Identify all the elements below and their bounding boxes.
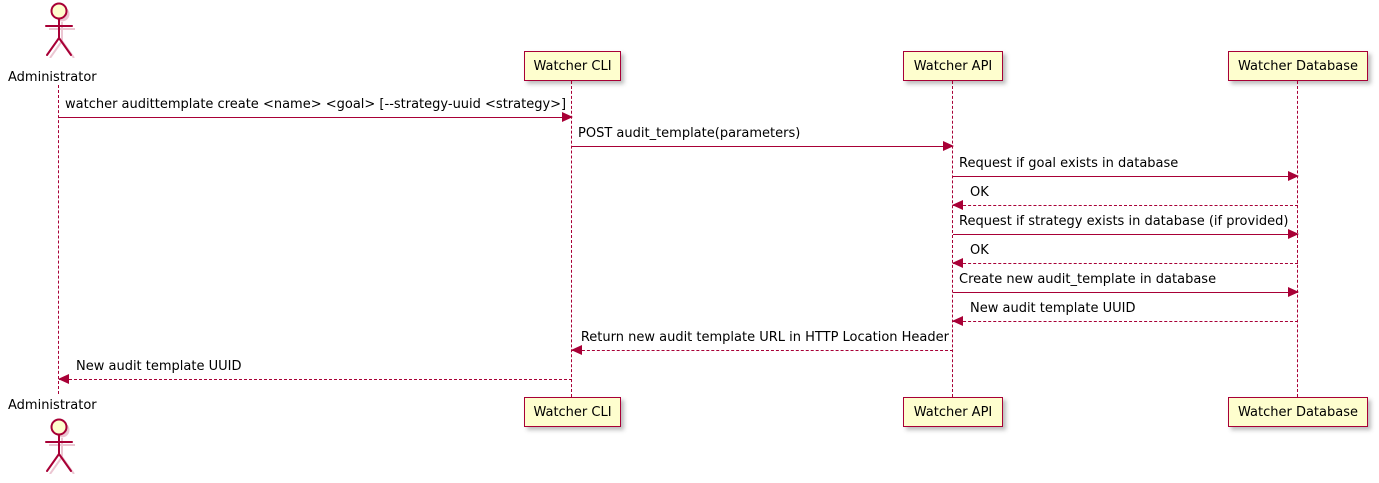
message-label: Request if strategy exists in database (… xyxy=(959,214,1289,229)
message-line xyxy=(59,117,572,118)
message-line xyxy=(953,263,1298,264)
message-line xyxy=(572,146,953,147)
message-label: POST audit_template(parameters) xyxy=(578,126,801,141)
participant-box-watcher-cli-top[interactable]: Watcher CLI xyxy=(524,51,621,81)
message-label: OK xyxy=(970,243,989,258)
arrowhead-right xyxy=(943,141,954,151)
arrowhead-right xyxy=(562,112,573,122)
message-line xyxy=(953,321,1298,322)
participant-box-watcher-database-top[interactable]: Watcher Database xyxy=(1228,51,1368,81)
message-label: watcher audittemplate create <name> <goa… xyxy=(65,97,567,112)
participant-box-watcher-database-bottom[interactable]: Watcher Database xyxy=(1228,397,1368,427)
message-label: OK xyxy=(970,185,989,200)
lifeline-watcher-database xyxy=(1297,81,1298,397)
message-line xyxy=(572,350,953,351)
message-label: Create new audit_template in database xyxy=(959,272,1217,287)
actor-label-administrator-top: Administrator xyxy=(8,70,97,85)
lifeline-watcher-api xyxy=(952,81,953,397)
arrowhead-left xyxy=(952,316,963,326)
message-line xyxy=(953,234,1298,235)
message-line xyxy=(953,292,1298,293)
lifeline-administrator xyxy=(58,85,59,394)
participant-box-watcher-cli-bottom[interactable]: Watcher CLI xyxy=(524,397,621,427)
participant-box-watcher-api-top[interactable]: Watcher API xyxy=(903,51,1003,81)
arrowhead-left xyxy=(952,258,963,268)
message-line xyxy=(953,205,1298,206)
message-line xyxy=(953,176,1298,177)
message-label: Request if goal exists in database xyxy=(959,156,1179,171)
message-label: New audit template UUID xyxy=(970,301,1136,316)
message-line xyxy=(59,379,572,380)
participant-box-watcher-api-bottom[interactable]: Watcher API xyxy=(903,397,1003,427)
actor-label-administrator-bottom: Administrator xyxy=(8,398,97,413)
actor-administrator-top xyxy=(45,2,75,58)
arrowhead-right xyxy=(1288,229,1299,239)
arrowhead-left xyxy=(58,374,69,384)
arrowhead-left xyxy=(952,200,963,210)
arrowhead-right xyxy=(1288,287,1299,297)
actor-administrator-bottom xyxy=(45,418,75,474)
lifeline-watcher-cli xyxy=(571,81,572,397)
message-label: Return new audit template URL in HTTP Lo… xyxy=(580,330,949,345)
arrowhead-left xyxy=(571,345,582,355)
message-label: New audit template UUID xyxy=(76,359,242,374)
arrowhead-right xyxy=(1288,171,1299,181)
